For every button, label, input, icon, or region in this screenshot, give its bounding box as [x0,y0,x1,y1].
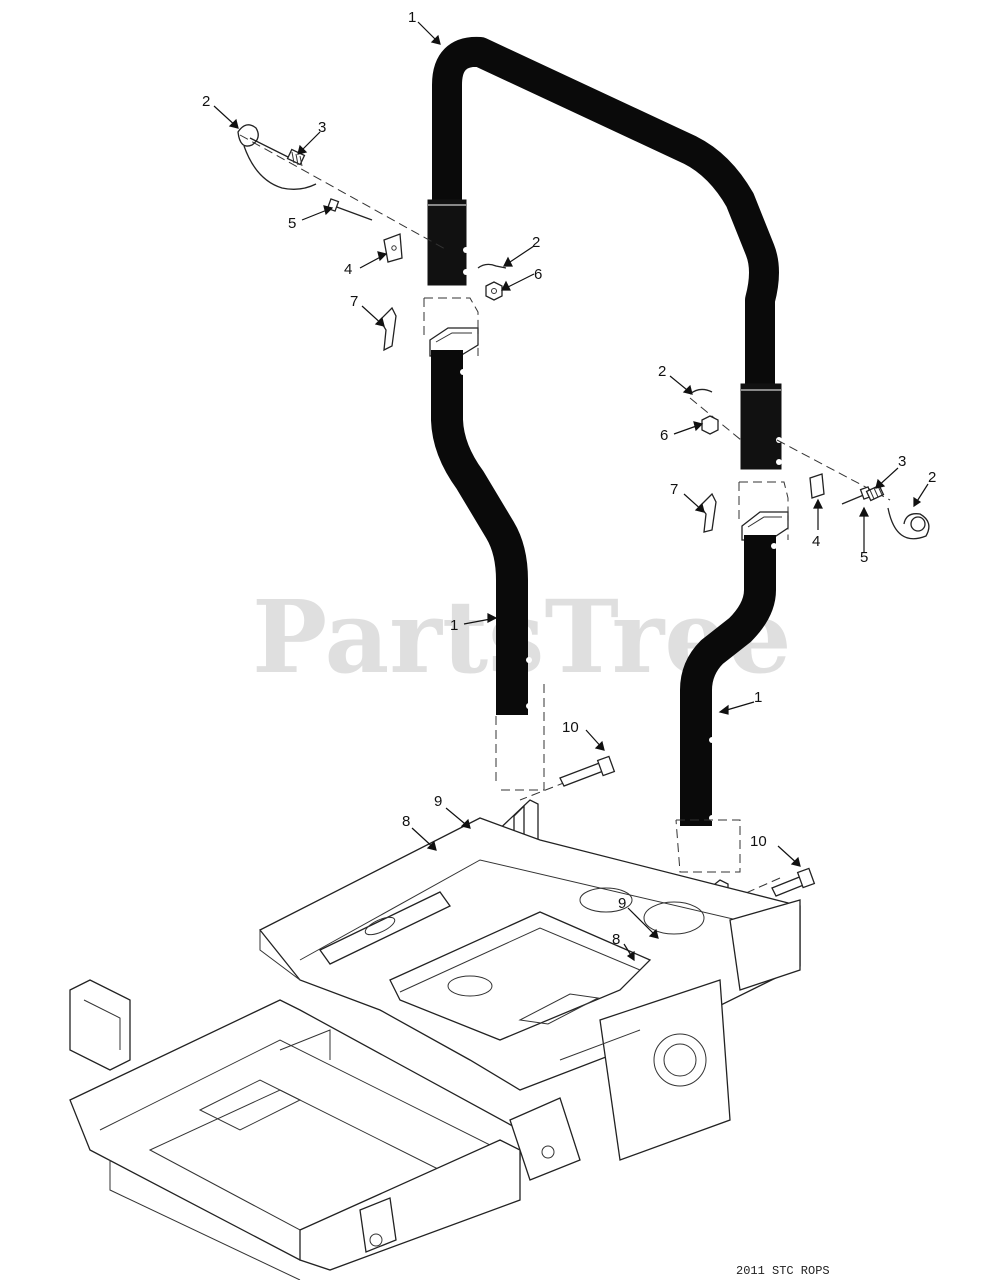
nut-left[interactable] [485,281,503,301]
callout-4-left-bracket[interactable]: 4 [344,261,352,278]
callout-5-right-bolt[interactable]: 5 [860,549,868,566]
bracket-left[interactable] [383,233,403,263]
callout-3-right-spring[interactable]: 3 [898,453,906,470]
latch-left[interactable] [379,306,397,352]
mower-frame [69,799,801,1281]
callout-1-top[interactable]: 1 [408,9,416,26]
hitch-pin-right[interactable] [887,507,930,540]
callout-7-left-latch[interactable]: 7 [350,293,358,310]
callout-7-right-latch[interactable]: 7 [670,481,678,498]
callout-9-left-washer[interactable]: 9 [434,793,442,810]
diagram-code: 2011 STC ROPS [736,1264,830,1278]
spring-right[interactable] [865,484,885,502]
rollbar-left-lower-tube[interactable] [429,327,532,715]
callout-10-right-bolt[interactable]: 10 [750,833,767,850]
callout-labels: 1 2 3 5 2 4 6 7 2 6 3 2 7 4 5 1 1 10 9 8… [202,9,936,948]
callout-6-right-nut[interactable]: 6 [660,427,668,444]
callout-2-right-clip[interactable]: 2 [658,363,666,380]
callout-2-left-pin[interactable]: 2 [202,93,210,110]
bracket-right[interactable] [809,473,825,499]
nut-right[interactable] [701,415,719,435]
callout-6-left-nut[interactable]: 6 [534,266,542,283]
clip-pin-right[interactable] [689,388,713,395]
latch-right[interactable] [699,492,717,533]
callout-4-right-bracket[interactable]: 4 [812,533,820,550]
callout-10-left-bolt[interactable]: 10 [562,719,579,736]
clevis-bolt-right[interactable] [841,486,873,505]
callout-2-left-clip[interactable]: 2 [532,234,540,251]
clip-pin-left[interactable] [477,263,507,269]
callout-5-left-bolt[interactable]: 5 [288,215,296,232]
hitch-pin-left[interactable] [237,124,317,190]
callout-9-right-washer[interactable]: 9 [618,895,626,912]
callout-8-right-nut[interactable]: 8 [612,931,620,948]
bolt-left-10[interactable] [559,755,616,787]
bolt-right-10[interactable] [771,867,816,897]
callout-2-right-pin[interactable]: 2 [928,469,936,486]
callout-3-left-spring[interactable]: 3 [318,119,326,136]
callout-8-left-nut[interactable]: 8 [402,813,410,830]
rollbar-top-tube[interactable] [427,36,782,470]
callout-1-right-lower[interactable]: 1 [754,689,762,706]
clevis-bolt-left[interactable] [326,198,373,221]
callout-1-left-lower[interactable]: 1 [450,617,458,634]
leader-arrows [213,21,929,962]
